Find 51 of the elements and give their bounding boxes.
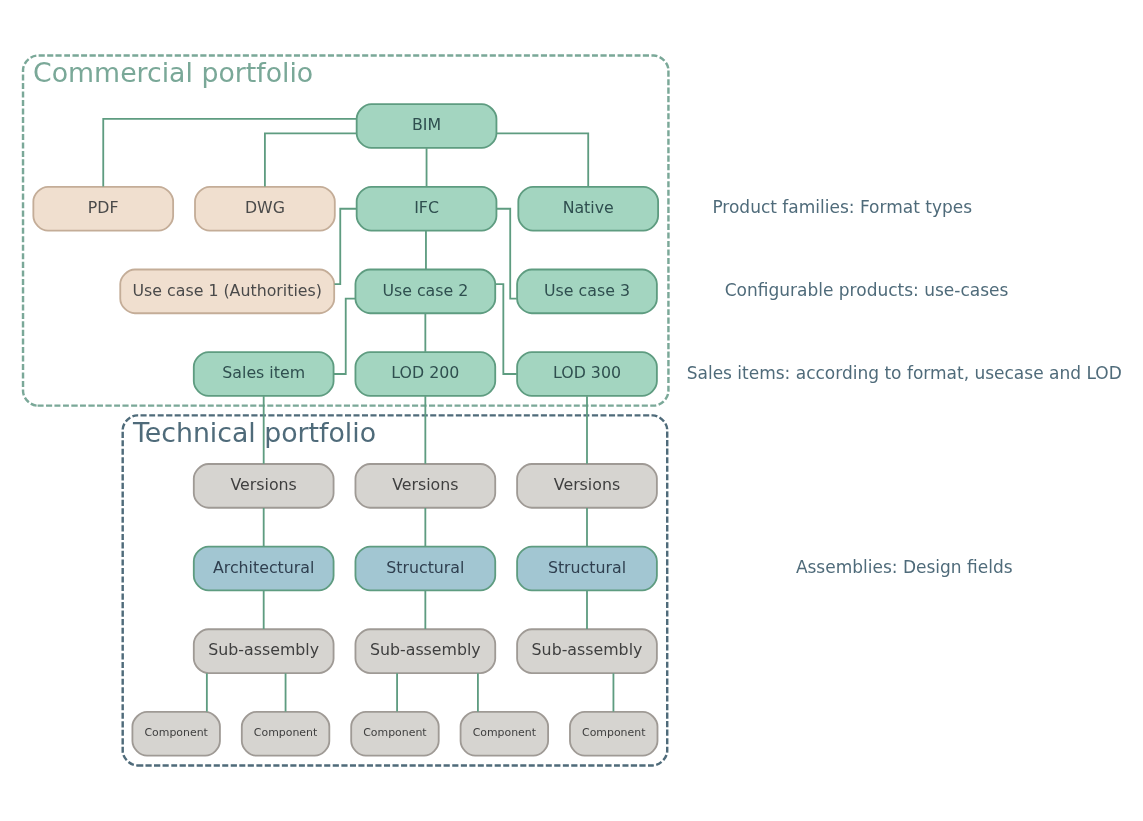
connector	[262, 507, 265, 548]
connector	[102, 117, 358, 188]
connector	[424, 507, 427, 548]
label: Product families: Format types	[712, 197, 973, 218]
node-box: Component	[350, 711, 440, 757]
node-box: Component	[459, 711, 549, 757]
connector	[425, 147, 428, 188]
connector	[586, 589, 588, 630]
label: Assemblies: Design fields	[795, 557, 1013, 578]
connector	[264, 132, 358, 188]
node-box: Sub-assembly	[192, 628, 335, 674]
node-box: Use case 2	[354, 268, 497, 315]
connector	[205, 672, 208, 713]
connector	[495, 207, 518, 300]
connector	[424, 589, 427, 630]
node-box: Structural	[354, 545, 497, 592]
connector	[425, 229, 427, 271]
connector	[477, 672, 479, 713]
node-box: Versions	[354, 463, 497, 509]
node-box: Native	[517, 185, 659, 232]
node-box: Component	[240, 711, 331, 757]
node-box: Sales item	[192, 351, 335, 397]
node-box: IFC	[355, 185, 498, 232]
node-box: Versions	[516, 463, 658, 509]
node-box: PDF	[32, 185, 175, 232]
node-box: DWG	[194, 185, 336, 232]
label: Configurable products: use-cases	[724, 279, 1009, 300]
node-box: Architectural	[192, 545, 335, 592]
connector	[332, 297, 357, 375]
node-box: BIM	[355, 103, 498, 149]
node-box: Use case 1 (Authorities)	[119, 268, 336, 315]
node-box: LOD 200	[354, 351, 497, 397]
connector	[424, 312, 427, 353]
connector	[396, 672, 398, 713]
connector	[586, 507, 588, 548]
node-box: Sub-assembly	[516, 628, 658, 674]
label: Sales items: according to format, usecase and LOD	[686, 362, 1122, 383]
connector	[612, 672, 615, 713]
node-box: Component	[569, 711, 659, 757]
node-box: Component	[131, 711, 221, 757]
node-box: Use case 3	[516, 268, 658, 315]
connector	[262, 589, 265, 630]
connector	[495, 132, 590, 188]
node-box: LOD 300	[516, 351, 658, 397]
connector	[586, 395, 588, 465]
node-box: Sub-assembly	[354, 628, 497, 674]
connector	[284, 672, 287, 713]
node-box: Structural	[516, 545, 658, 592]
connector	[424, 395, 427, 465]
connector	[262, 395, 265, 465]
node-box: Versions	[192, 463, 335, 509]
